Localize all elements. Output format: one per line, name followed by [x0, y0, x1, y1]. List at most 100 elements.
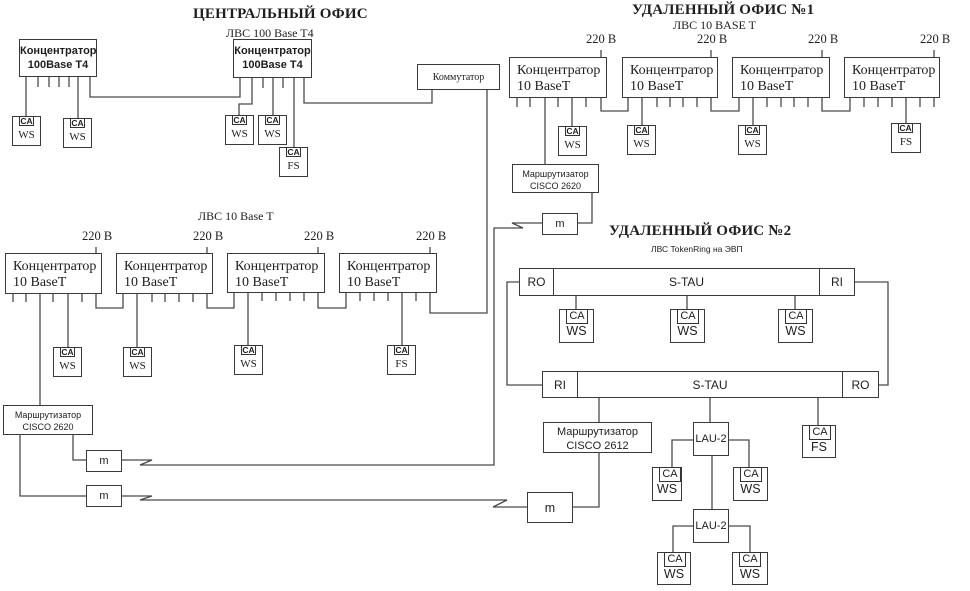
link-hub-hub	[95, 294, 124, 309]
hub-ports	[516, 98, 587, 107]
modem: m	[527, 492, 573, 523]
hub-10baset: Концентратор 10 BaseT	[5, 253, 102, 294]
workstation: CA WS	[258, 115, 287, 145]
lau-unit: LAU-2	[693, 509, 729, 543]
central-office-title: ЦЕНТРАЛЬНЫЙ ОФИС	[193, 6, 368, 22]
hub-100base-t4: Концентратор 100Base T4	[19, 39, 97, 77]
hub-name: Концентратор	[20, 45, 97, 57]
file-server: CA FS	[891, 123, 921, 153]
router-cisco-2620: Маршрутизатор CISCO 2620	[3, 405, 93, 435]
hub-model: 10 BaseT	[630, 79, 684, 94]
node-type-label: FS	[899, 136, 913, 148]
lau-label: LAU-2	[695, 520, 727, 532]
node-type-label: FS	[395, 358, 408, 370]
hub-model: 10 BaseT	[124, 275, 178, 290]
network-adapter-label: CA	[739, 552, 761, 567]
power-ticks	[95, 247, 431, 253]
hub-model: 10 BaseT	[347, 275, 401, 290]
workstation: CA WS	[778, 309, 813, 343]
router-cisco-2612: Маршрутизатор CISCO 2612	[543, 422, 652, 453]
workstation: CA WS	[738, 125, 767, 155]
network-adapter-label: CA	[785, 309, 807, 324]
workstation: CA WS	[657, 552, 691, 585]
workstation: CA WS	[652, 467, 682, 501]
hub-ports	[359, 293, 417, 301]
link-router-modem	[19, 435, 86, 497]
link-lau-ws	[671, 439, 693, 467]
ring-link-right	[855, 281, 889, 386]
network-adapter-label: CA	[740, 467, 762, 482]
hub-model: 10 BaseT	[852, 79, 906, 94]
link-lau-ws	[672, 525, 693, 552]
stau-label: S-TAU	[668, 275, 705, 289]
workstation: CA WS	[53, 347, 82, 377]
network-adapter-label: CA	[677, 309, 699, 324]
link-lau-ws	[729, 439, 750, 467]
hub-model: 10 BaseT	[13, 275, 67, 290]
link-router-modem	[573, 453, 600, 508]
stau-unit: RI S-TAU RO	[542, 371, 879, 398]
hub-10baset: Концентратор 10 BaseT	[844, 57, 940, 98]
hub-ports	[766, 98, 809, 107]
file-server: CA FS	[279, 147, 308, 177]
network-adapter-label: CA	[809, 425, 831, 440]
hub-100base-t4: Концентратор 100Base T4	[233, 39, 312, 78]
network-adapter-label: CA	[130, 347, 145, 357]
ring-out-port: RO	[520, 269, 554, 295]
link-hub-hub	[317, 293, 347, 309]
node-type-label: WS	[564, 139, 581, 151]
hub-ports	[656, 98, 698, 107]
hub-name: Концентратор	[234, 45, 311, 57]
network-adapter-label: CA	[394, 345, 409, 355]
link-router-modem	[578, 193, 593, 224]
ring-link-left	[506, 281, 542, 386]
workstation: CA WS	[670, 309, 705, 343]
network-adapter-label: CA	[566, 309, 588, 324]
power-label: 220 В	[808, 32, 839, 46]
router-name: Маршрутизатор	[522, 169, 589, 179]
wan-link-remote-2	[122, 495, 527, 508]
hub-name: Концентратор	[13, 259, 97, 274]
workstation: CA WS	[559, 309, 594, 343]
router-name: Маршрутизатор	[556, 426, 639, 438]
network-adapter-label: CA	[19, 116, 34, 126]
node-type-label: WS	[744, 138, 761, 150]
link-lau-ws	[729, 525, 751, 552]
power-label: 220 В	[586, 32, 617, 46]
hub-ports	[12, 294, 83, 302]
network-adapter-label: CA	[634, 125, 649, 135]
switch-label: Коммутатор	[432, 71, 485, 83]
workstation: CA WS	[63, 118, 92, 148]
lau-label: LAU-2	[695, 433, 727, 445]
hub-ports	[151, 294, 194, 302]
node-type-label: WS	[656, 482, 678, 496]
file-server: CA FS	[802, 425, 836, 458]
lau-unit: LAU-2	[693, 422, 729, 456]
file-server: CA FS	[387, 345, 416, 375]
hub-model: 10 BaseT	[517, 79, 571, 94]
stau-unit: RO S-TAU RI	[519, 268, 855, 296]
network-adapter-label: CA	[286, 147, 301, 157]
node-type-label: WS	[18, 129, 35, 141]
modem-label: m	[555, 218, 565, 230]
workstation: CA WS	[732, 552, 768, 585]
node-type-label: WS	[663, 567, 685, 581]
hub-10baset: Концентратор 10 BaseT	[622, 57, 718, 98]
link-hub2-ws	[238, 78, 253, 115]
hub-ports	[863, 98, 935, 107]
router-cisco-2620: Маршрутизатор CISCO 2620	[512, 164, 599, 193]
modem-label: m	[99, 490, 109, 502]
workstation: CA WS	[627, 125, 656, 155]
workstation: CA WS	[733, 467, 768, 501]
link-hub1-hub2	[89, 77, 241, 98]
hub-name: Концентратор	[852, 63, 936, 78]
hub-name: Концентратор	[740, 63, 824, 78]
hub-10baset: Концентратор 10 BaseT	[732, 57, 830, 98]
hub-10baset: Концентратор 10 BaseT	[339, 253, 437, 293]
modem: m	[86, 485, 122, 507]
node-type-label: WS	[740, 482, 761, 496]
ring-in-port: RI	[819, 269, 854, 295]
router-name: Маршрутизатор	[14, 410, 82, 420]
